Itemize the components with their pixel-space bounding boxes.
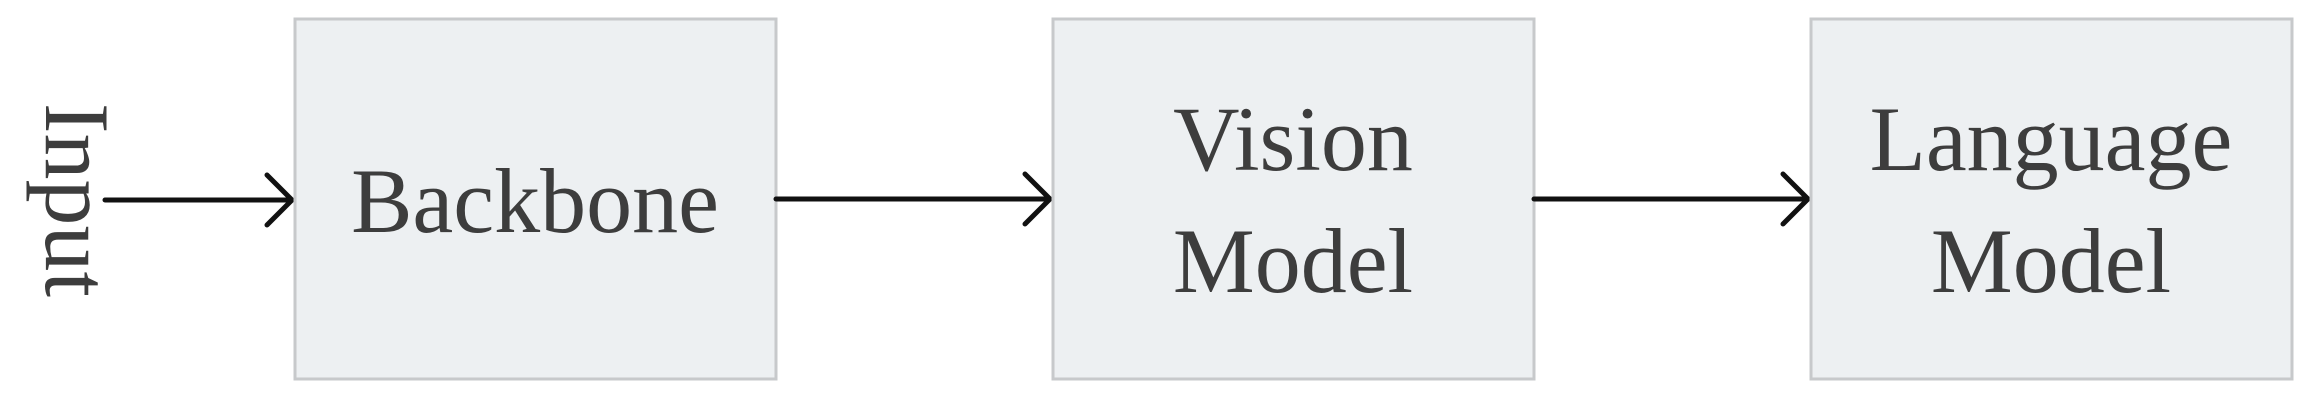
arrow-input-to-backbone [102,172,295,228]
arrow-vision-to-language [1531,171,1811,227]
language-model-box-rect [1809,17,2294,381]
language-model-box: Language Model [1809,17,2294,381]
language-model-box-label-line-1: Language [1870,88,2233,190]
vision-model-box-label-line-1: Vision [1173,88,1413,190]
arrow-backbone-to-vision [773,171,1053,227]
backbone-box-label: Backbone [351,150,719,252]
arrow-head [1780,171,1811,227]
language-model-box-label-line-2: Model [1931,210,2171,312]
vision-model-box: Vision Model [1051,17,1536,381]
arrow-head [264,172,295,228]
vision-model-box-label-line-2: Model [1173,210,1413,312]
backbone-box: Backbone [293,17,778,381]
backbone-box-rect [293,17,778,381]
arrow-head [1022,171,1053,227]
vision-model-box-rect [1051,17,1536,381]
